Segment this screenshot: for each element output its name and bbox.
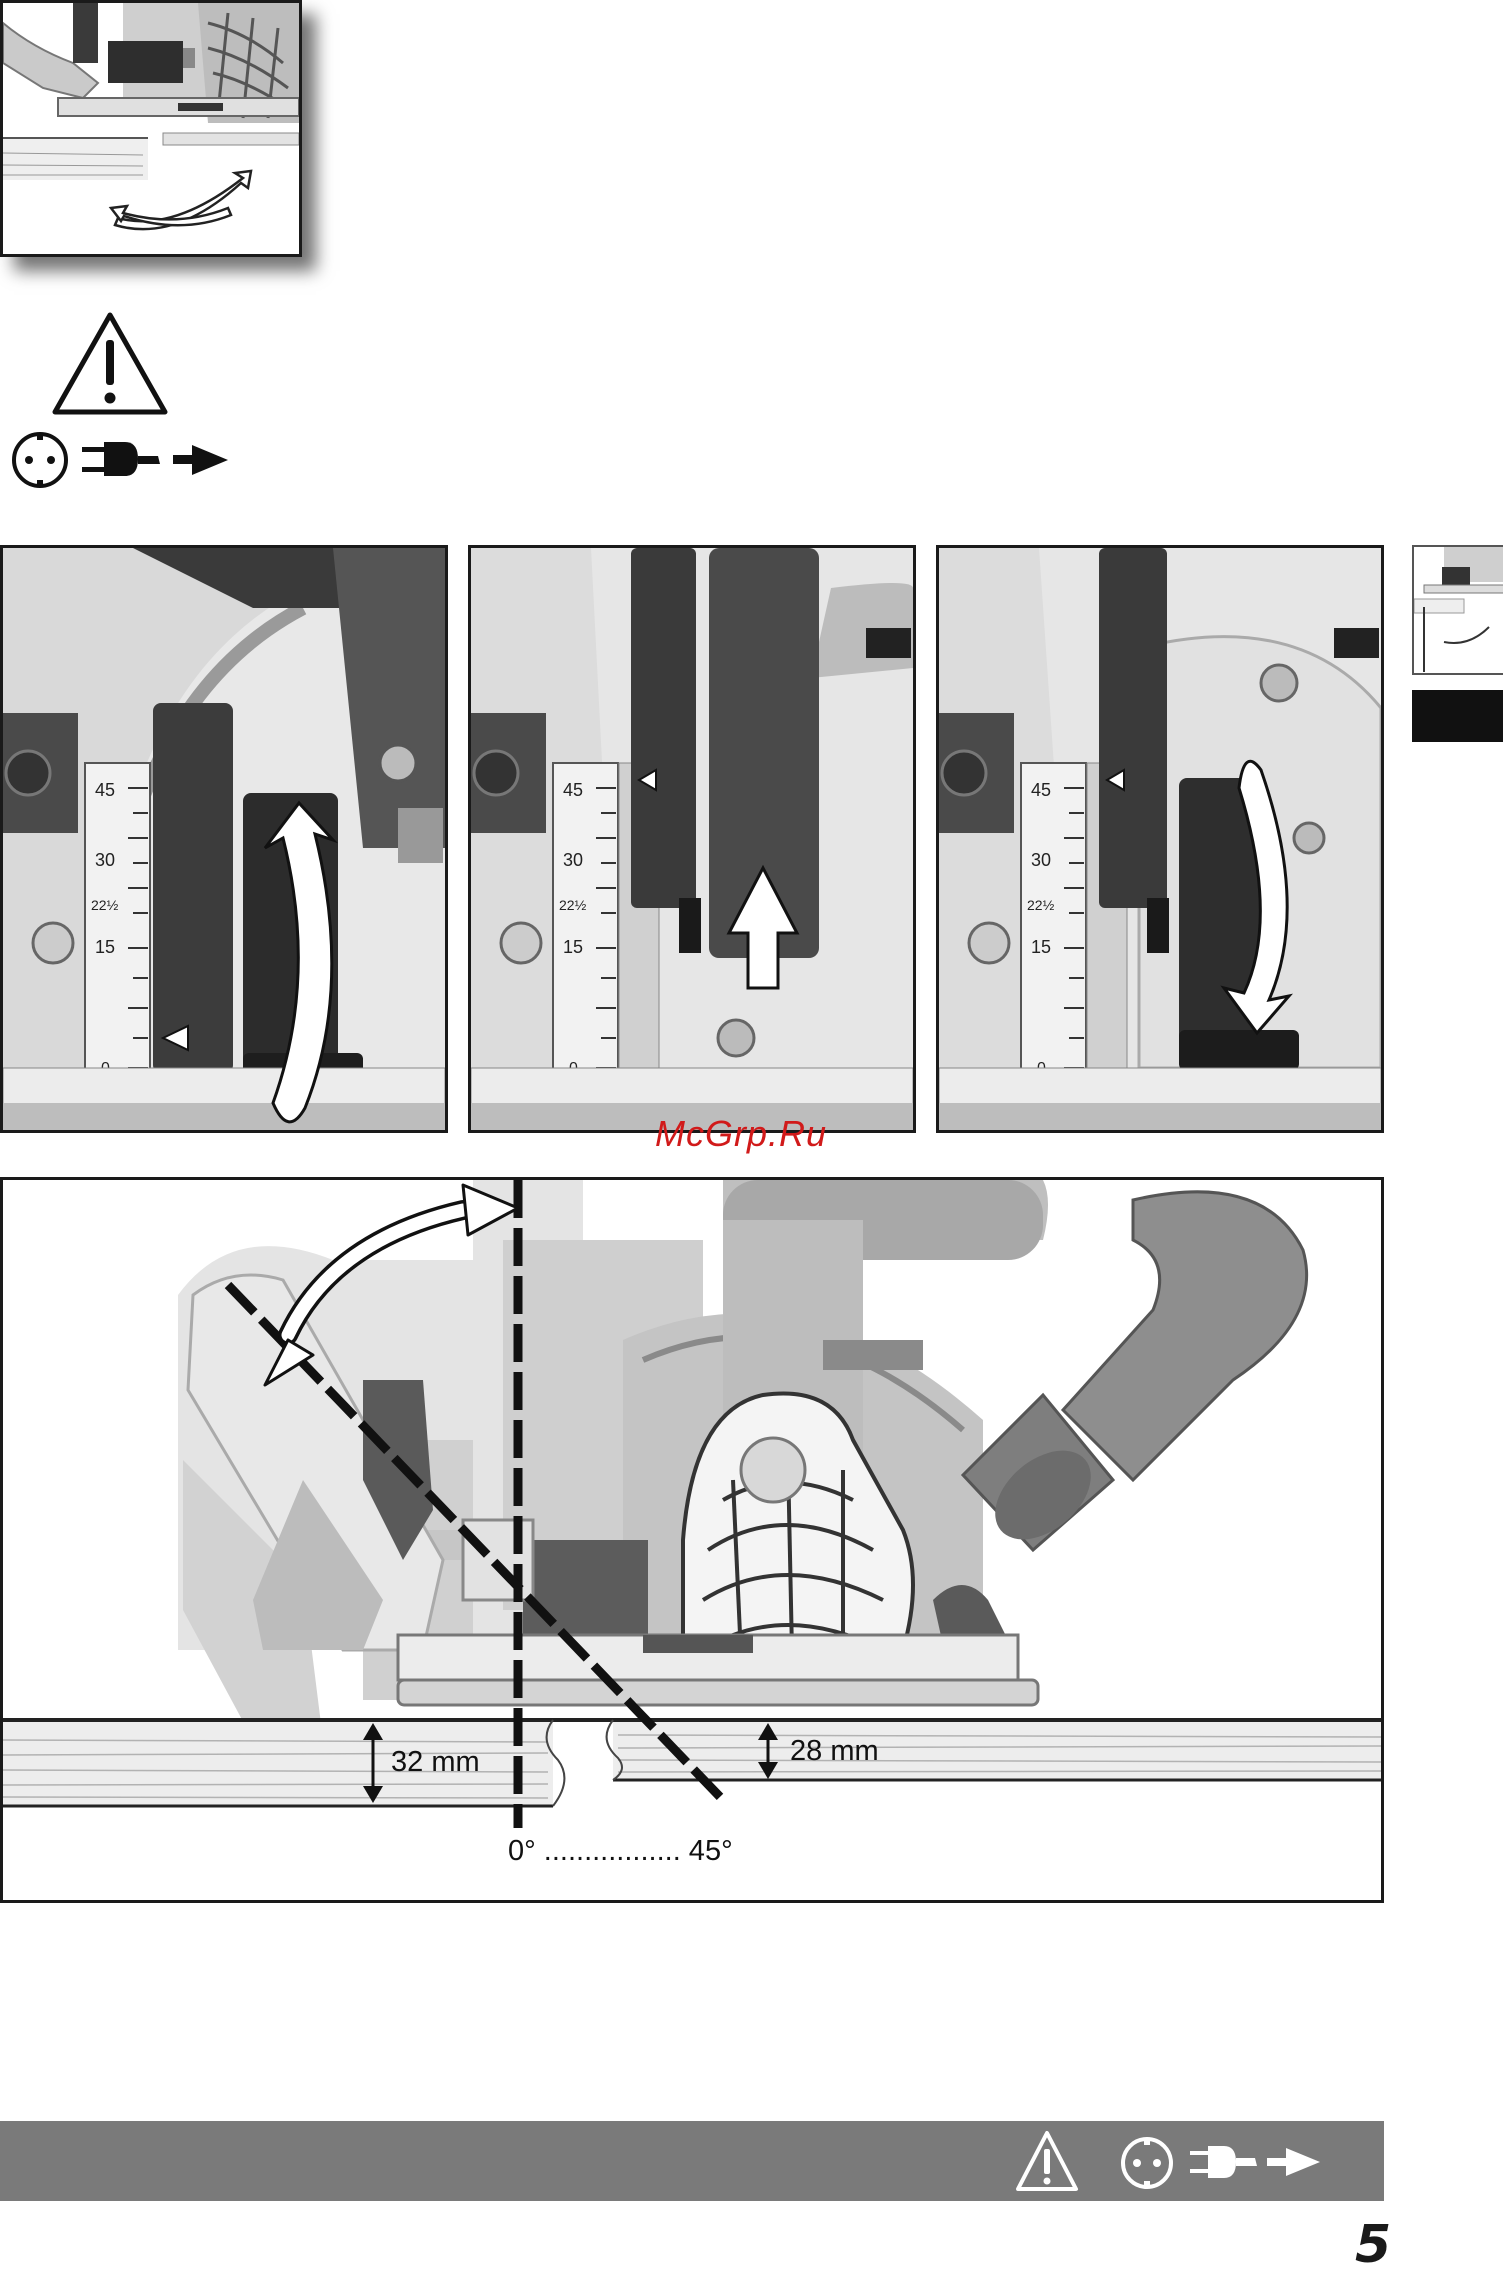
arrow-right-icon [1267,2148,1320,2176]
warning-triangle-icon [1018,2133,1076,2189]
angle-range-label: 0° ................. 45° [508,1835,733,1867]
footer-bar [0,2121,1384,2201]
warning-triangle-icon [55,315,165,412]
scale-tick-30: 30 [1031,850,1051,870]
section-thumbnail [1412,545,1503,675]
scale-tick-15: 15 [1031,937,1051,957]
thickness-label-left: 32 mm [391,1746,480,1778]
watermark: McGrp.Ru [655,1113,827,1155]
socket-icon [14,434,66,486]
figure-blade-rotation [0,0,302,257]
figure-depth-lever-lock: 45 30 22½ 15 0 [936,545,1384,1133]
scale-tick-22: 22½ [91,897,119,913]
arrow-right-icon [173,445,228,475]
scale-tick-45: 45 [95,780,115,800]
scale-tick-45: 45 [1031,780,1051,800]
scale-tick-15: 15 [95,937,115,957]
socket-icon [1123,2139,1171,2187]
unplug-icon [82,442,160,476]
warning-symbol-group [10,310,240,490]
scale-tick-30: 30 [563,850,583,870]
scale-tick-45: 45 [563,780,583,800]
figure-depth-lever-release: 45 30 22½ 15 0 [0,545,448,1133]
figure-bevel-angle: 32 mm 28 mm 0° ................. 45° [0,1177,1384,1903]
unplug-icon [1190,2146,1257,2178]
page-number: 5 [1355,2215,1391,2275]
scale-tick-30: 30 [95,850,115,870]
section-tab [1412,690,1503,742]
thickness-label-right: 28 mm [790,1735,879,1767]
scale-tick-15: 15 [563,937,583,957]
scale-tick-22: 22½ [1027,897,1055,913]
figure-depth-adjust-up: 45 30 22½ 15 0 [468,545,916,1133]
scale-tick-22: 22½ [559,897,587,913]
